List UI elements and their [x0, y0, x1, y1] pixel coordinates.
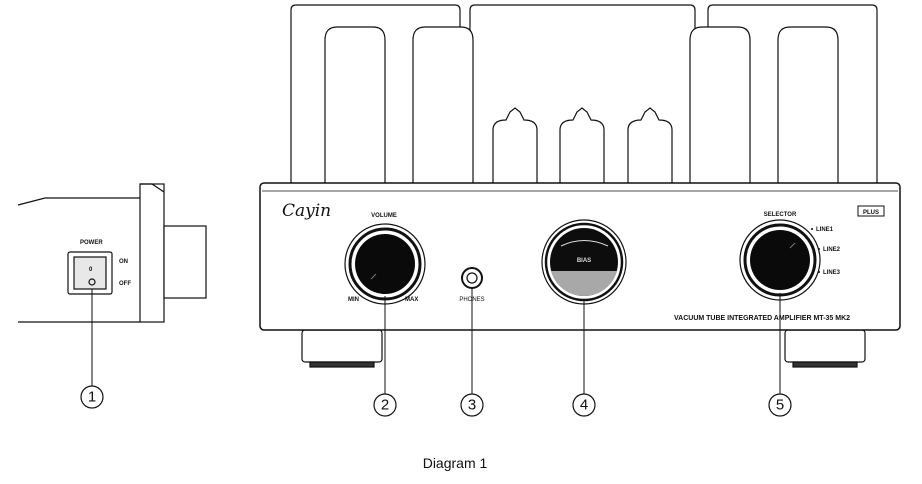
selector-knob[interactable] — [739, 219, 821, 301]
callout-5: 5 — [776, 397, 784, 414]
input-dots — [811, 228, 820, 273]
callout-2: 2 — [381, 397, 389, 414]
callout-4: 4 — [580, 397, 588, 414]
plus-badge — [857, 205, 885, 217]
volume-min-label: MIN — [348, 297, 359, 303]
off-label: OFF — [119, 281, 131, 287]
on-label: ON — [119, 259, 128, 265]
input-line1-label: LINE1 — [816, 227, 834, 233]
input-line2-label: LINE2 — [823, 247, 841, 253]
model-text: VACUUM TUBE INTEGRATED AMPLIFIER MT-35 M… — [674, 315, 850, 322]
power-label: POWER — [80, 240, 103, 246]
volume-label: VOLUME — [371, 213, 397, 219]
bias-label: BIAS — [577, 258, 591, 264]
preamp-tubes — [492, 107, 673, 183]
callout-circles — [80, 385, 792, 417]
volume-max-label: MAX — [405, 297, 418, 303]
bias-meter — [541, 219, 627, 305]
switch-on-mark: 0 — [89, 267, 93, 273]
power-tubes — [324, 26, 839, 183]
diagram-caption: Diagram 1 — [423, 455, 488, 471]
power-switch[interactable] — [67, 251, 113, 295]
phones-jack[interactable] — [461, 267, 483, 289]
callout-lines — [91, 288, 781, 394]
callout-3: 3 — [468, 397, 476, 414]
input-line3-label: LINE3 — [823, 270, 841, 276]
brand-logo: Cayin — [282, 201, 331, 221]
feet — [301, 329, 866, 368]
callout-1: 1 — [88, 389, 96, 406]
side-view — [17, 183, 207, 323]
plus-badge-text: PLUS — [863, 210, 879, 216]
volume-knob[interactable] — [344, 223, 426, 305]
selector-label: SELECTOR — [764, 212, 797, 218]
